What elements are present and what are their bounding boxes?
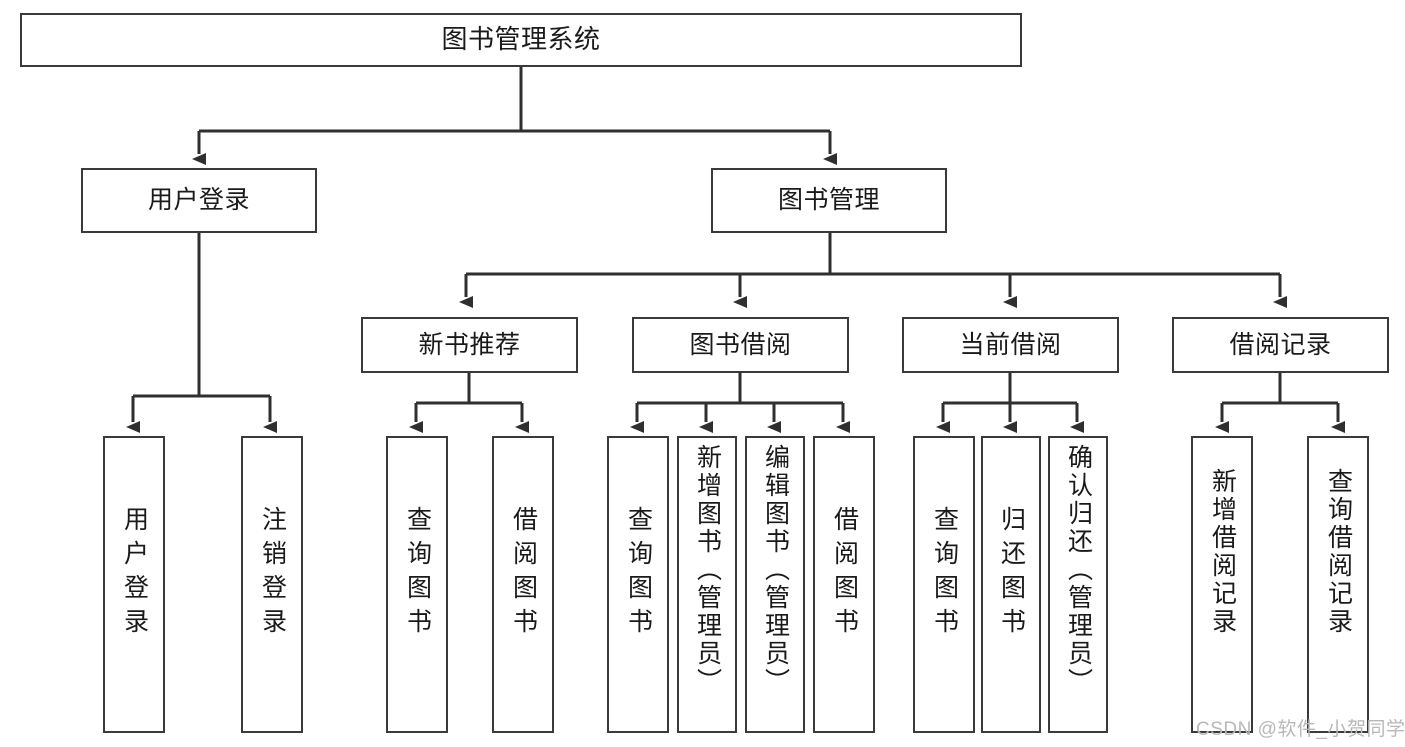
leaf-add-book[interactable]: 新增图书（管理员） xyxy=(677,436,737,733)
node-label: 归还图书 xyxy=(997,506,1026,642)
leaf-query-book-1[interactable]: 查询图书 xyxy=(386,436,448,733)
node-label: 当前借阅 xyxy=(959,330,1062,359)
node-current-borrow[interactable]: 当前借阅 xyxy=(902,317,1119,373)
leaf-add-record[interactable]: 新增借阅记录 xyxy=(1191,436,1253,733)
leaf-query-record[interactable]: 查询借阅记录 xyxy=(1307,436,1369,733)
node-book-borrow[interactable]: 图书借阅 xyxy=(632,317,849,373)
leaf-confirm-return[interactable]: 确认归还（管理员） xyxy=(1048,436,1108,733)
node-label: 编辑图书（管理员） xyxy=(761,444,790,696)
leaf-edit-book[interactable]: 编辑图书（管理员） xyxy=(745,436,805,733)
leaf-borrow-book-1[interactable]: 借阅图书 xyxy=(492,436,554,733)
node-label: 用户登录 xyxy=(147,186,250,215)
node-label: 查询借阅记录 xyxy=(1324,468,1353,636)
node-label: 确认归还（管理员） xyxy=(1064,444,1093,696)
node-label: 图书借阅 xyxy=(689,330,792,359)
node-label: 借阅图书 xyxy=(830,506,859,642)
node-user-login[interactable]: 用户登录 xyxy=(81,168,317,233)
node-label: 用户登录 xyxy=(120,506,149,642)
node-label: 新增图书（管理员） xyxy=(693,444,722,696)
node-label: 新增借阅记录 xyxy=(1208,468,1237,636)
node-book-management-system[interactable]: 图书管理系统 xyxy=(20,13,1022,67)
node-label: 新书推荐 xyxy=(418,330,521,359)
leaf-user-login[interactable]: 用户登录 xyxy=(103,436,165,733)
node-borrow-record[interactable]: 借阅记录 xyxy=(1172,317,1389,373)
node-label: 图书管理 xyxy=(777,186,880,215)
node-label: 查询图书 xyxy=(930,506,959,642)
node-new-book-recommend[interactable]: 新书推荐 xyxy=(361,317,578,373)
node-label: 注销登录 xyxy=(258,506,287,642)
csdn-watermark: CSDN @软件_小贺同学 xyxy=(1196,719,1405,740)
node-label: 借阅图书 xyxy=(509,506,538,642)
node-label: 查询图书 xyxy=(624,506,653,642)
leaf-query-book-3[interactable]: 查询图书 xyxy=(913,436,975,733)
node-label: 借阅记录 xyxy=(1229,330,1332,359)
leaf-query-book-2[interactable]: 查询图书 xyxy=(607,436,669,733)
leaf-borrow-book-2[interactable]: 借阅图书 xyxy=(813,436,875,733)
node-label: 图书管理系统 xyxy=(441,24,601,55)
node-label: 查询图书 xyxy=(403,506,432,642)
leaf-return-book[interactable]: 归还图书 xyxy=(981,436,1041,733)
node-book-management[interactable]: 图书管理 xyxy=(711,168,947,233)
leaf-user-logout[interactable]: 注销登录 xyxy=(241,436,303,733)
